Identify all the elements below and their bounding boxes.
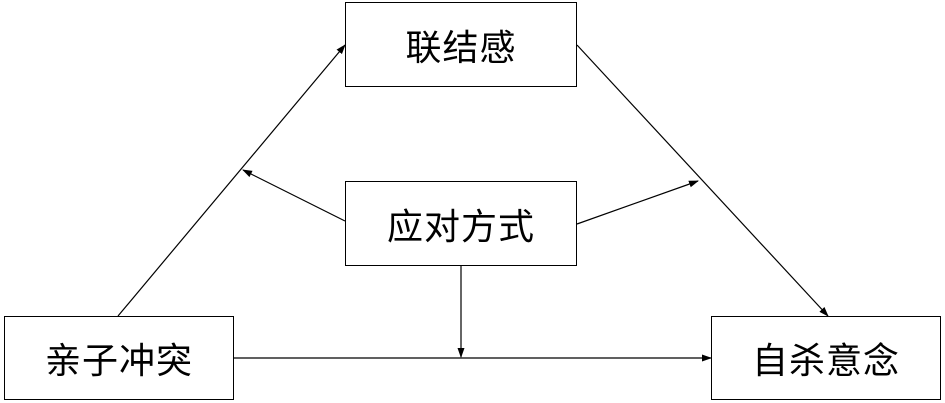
arrow-conflict-to-connectedness xyxy=(117,44,346,317)
node-connectedness-label: 联结感 xyxy=(405,27,517,69)
node-coping-style: 应对方式 xyxy=(345,181,577,266)
node-parent-child-conflict-label: 亲子冲突 xyxy=(44,341,193,382)
arrow-coping-to-left-path xyxy=(242,169,346,222)
node-connectedness: 联结感 xyxy=(345,2,577,87)
node-coping-style-label: 应对方式 xyxy=(386,206,535,248)
arrow-connectedness-to-suicide xyxy=(576,44,829,317)
node-suicidal-ideation: 自杀意念 xyxy=(711,316,941,400)
node-parent-child-conflict: 亲子冲突 xyxy=(4,316,234,400)
arrow-coping-to-right-path xyxy=(576,180,699,225)
node-suicidal-ideation-label: 自杀意念 xyxy=(751,341,900,382)
